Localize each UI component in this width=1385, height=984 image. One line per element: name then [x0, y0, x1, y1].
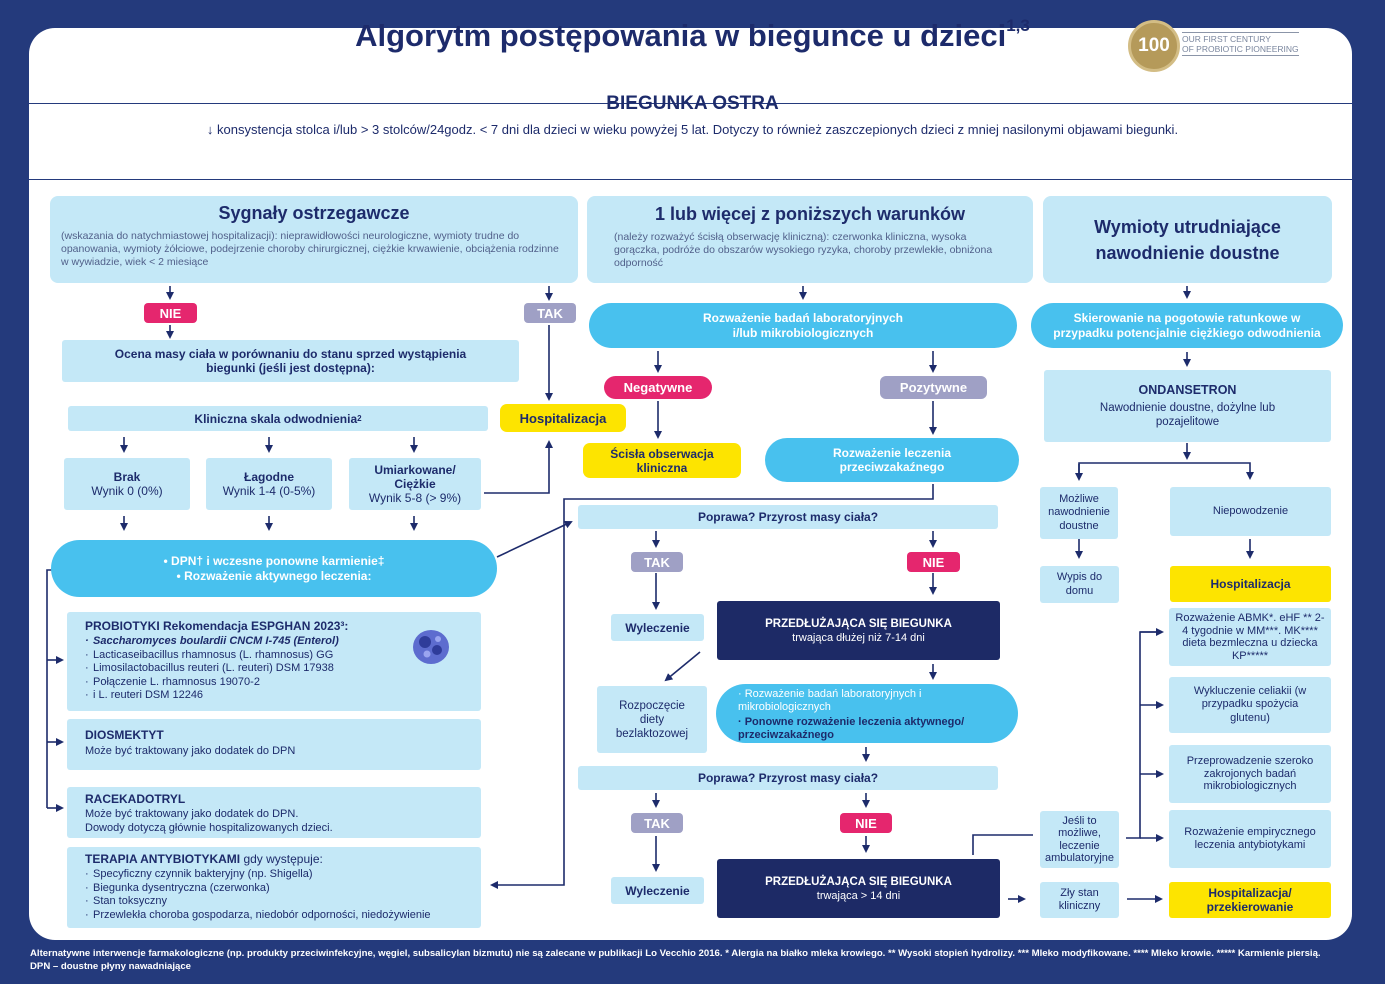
outpatient-box: Jeśli to możliwe, leczenie ambulatoryjne — [1040, 811, 1119, 868]
scale-none-title: Brak — [113, 470, 141, 484]
lab-tests-box: Rozważenie badań laboratoryjnych i/lub m… — [589, 303, 1017, 348]
scale-mild-box: Łagodne Wynik 1-4 (0-5%) — [206, 458, 332, 510]
antibiotics-item: Specyficzny czynnik bakteryjny (np. Shig… — [85, 868, 481, 882]
prolonged-title: PRZEDŁUŻAJĄCA SIĘ BIEGUNKA — [765, 617, 952, 630]
footer-line-2: DPN – doustne płyny nawadniające — [30, 960, 192, 972]
footer-notes: Alternatywne interwencje farmakologiczne… — [30, 948, 1355, 973]
racecadotril-box: RACEKADOTRYL Może być traktowany jako do… — [67, 787, 481, 838]
probiotic-item: i L. reuteri DSM 12246 — [85, 689, 481, 703]
probiotic-item: Limosilactobacillus reuteri (L. reuteri)… — [85, 662, 481, 676]
warning-signals-box: Sygnały ostrzegawcze (wskazania do natyc… — [50, 196, 578, 283]
scale-mild-title: Łagodne — [244, 470, 294, 484]
scale-severe-score: Wynik 5-8 (> 9%) — [368, 491, 462, 505]
oral-hydration-possible-box: Możliwe nawodnienie doustne — [1040, 487, 1118, 539]
antimicrobial-box: Rozważenie leczenia przeciwzakaźnego — [765, 438, 1019, 482]
probiotics-list: Saccharomyces boulardii CNCM I-745 (Ente… — [85, 635, 481, 703]
ondansetron-box: ONDANSETRON Nawodnienie doustne, dożylne… — [1044, 370, 1331, 442]
tak-tag: TAK — [524, 303, 576, 323]
page-title: Algorytm postępowania w biegunce u dziec… — [355, 16, 1030, 53]
reconsider-line-2: · Ponowne rozważenie leczenia aktywnego/… — [738, 716, 965, 741]
celiac-box: Wykluczenie celiakii (w przypadku spożyc… — [1169, 677, 1331, 733]
dpn-line-2: • Rozważenie aktywnego leczenia: — [176, 568, 372, 583]
probiotic-item: Lacticaseibacillus rhamnosus (L. rhamnos… — [85, 649, 481, 663]
positive-tag: Pozytywne — [880, 376, 987, 399]
diosmectite-box: DIOSMEKTYT Może być traktowany jako doda… — [67, 719, 481, 770]
antibiotics-title: TERAPIA ANTYBIOTYKAMI gdy występuje: — [85, 852, 323, 866]
racecadotril-text: Może być traktowany jako dodatek do DPN. — [85, 808, 299, 820]
scale-none-box: Brak Wynik 0 (0%) — [64, 458, 190, 510]
scale-mild-score: Wynik 1-4 (0-5%) — [222, 484, 316, 498]
dpn-line-1: • DPN† i wczesne ponowne karmienie‡ — [163, 553, 385, 568]
recommendation-abmk-box: Rozważenie ABMK*. eHF ** 2-4 tygodnie w … — [1169, 608, 1331, 666]
reconsider-box: · Rozważenie badań laboratoryjnych i mik… — [716, 684, 1018, 743]
discharge-home-box: Wypis do domu — [1040, 566, 1119, 603]
conditions-header: 1 lub więcej z poniższych warunków — [654, 204, 966, 224]
cure-box-2: Wyleczenie — [611, 877, 704, 904]
ondansetron-subtitle: Nawodnienie doustne, dożylne lub pozajel… — [1099, 402, 1276, 428]
diosmectite-title: DIOSMEKTYT — [85, 728, 164, 742]
close-observation-box: Ścisła obserwacja kliniczna — [583, 443, 741, 478]
prolonged-subtitle: trwająca dłużej niż 7-14 dni — [792, 631, 925, 644]
prolonged-title: PRZEDŁUŻAJĄCA SIĘ BIEGUNKA — [765, 875, 952, 888]
hospitalization-referral-box: Hospitalizacja/ przekierowanie — [1169, 882, 1331, 918]
probiotics-box: PROBIOTYKI Rekomendacja ESPGHAN 2023³: S… — [67, 612, 481, 711]
prolonged-diarrhea-box-1: PRZEDŁUŻAJĄCA SIĘ BIEGUNKA trwająca dłuż… — [717, 601, 1000, 660]
diosmectite-text: Może być traktowany jako dodatek do DPN — [85, 745, 296, 757]
nie-tag-2: NIE — [907, 552, 960, 572]
probiotics-title: PROBIOTYKI Rekomendacja ESPGHAN 2023³: — [85, 619, 349, 633]
lactose-free-diet-box: Rozpoczęcie diety bezlaktozowej — [597, 686, 707, 753]
empirical-antibiotics-box: Rozważenie empirycznego leczenia antybio… — [1169, 810, 1331, 868]
antibiotics-item: Przewlekła choroba gospodarza, niedobór … — [85, 909, 481, 923]
prolonged-diarrhea-box-2: PRZEDŁUŻAJĄCA SIĘ BIEGUNKA trwająca > 14… — [717, 859, 1000, 918]
racecadotril-title: RACEKADOTRYL — [85, 792, 186, 806]
antibiotics-box: TERAPIA ANTYBIOTYKAMI gdy występuje: Spe… — [67, 847, 481, 928]
footer-line-1: Alternatywne interwencje farmakologiczne… — [30, 948, 1321, 959]
tak-tag-2: TAK — [631, 552, 683, 572]
nie-tag: NIE — [144, 303, 197, 323]
scale-severe-box: Umiarkowane/ Ciężkie Wynik 5-8 (> 9%) — [349, 458, 481, 510]
failure-box: Niepowodzenie — [1170, 487, 1331, 536]
hospitalization-box-2: Hospitalizacja — [1170, 566, 1331, 602]
negative-tag: Negatywne — [604, 376, 712, 399]
ondansetron-title: ONDANSETRON — [1138, 383, 1237, 397]
scale-none-score: Wynik 0 (0%) — [91, 484, 163, 498]
warning-signals-header: Sygnały ostrzegawcze — [218, 203, 410, 223]
vomiting-box: Wymioty utrudniające nawodnienie doustne — [1043, 196, 1332, 283]
improvement-question-2: Poprawa? Przyrost masy ciała? — [578, 766, 998, 790]
probiotic-item: Saccharomyces boulardii CNCM I-745 (Ente… — [85, 635, 481, 649]
divider — [29, 103, 1352, 104]
conditions-desc: (należy rozważyć ścisłą obserwację klini… — [614, 231, 993, 269]
vomiting-header: Wymioty utrudniające nawodnienie doustne — [1094, 216, 1281, 263]
dpn-box: • DPN† i wczesne ponowne karmienie‡ • Ro… — [51, 540, 497, 597]
emergency-referral-box: Skierowanie na pogotowie ratunkowe w prz… — [1031, 303, 1343, 348]
section-title: BIEGUNKA OSTRA — [606, 93, 779, 114]
prolonged-subtitle: trwająca > 14 dni — [816, 889, 901, 902]
poor-condition-box: Zły stan kliniczny — [1040, 882, 1119, 918]
antibiotics-item: Biegunka dysentryczna (czerwonka) — [85, 882, 481, 896]
warning-signals-desc: (wskazania do natychmiastowej hospitaliz… — [61, 230, 559, 268]
probiotic-item: Połączenie L. rhamnosus 19070-2 — [85, 676, 481, 690]
probiotic-cell-icon — [411, 628, 451, 666]
reconsider-line-1: · Rozważenie badań laboratoryjnych i mik… — [738, 688, 922, 713]
hospitalization-box: Hospitalizacja — [500, 404, 626, 432]
logo-badge: 100 — [1128, 20, 1180, 72]
weight-assessment-box: Ocena masy ciała w porównaniu do stanu s… — [62, 340, 519, 382]
cure-box-1: Wyleczenie — [611, 614, 704, 641]
divider — [29, 179, 1352, 180]
nie-tag-3: NIE — [840, 813, 892, 833]
section-description: ↓ konsystencja stolca i/lub > 3 stolców/… — [206, 122, 1179, 137]
racecadotril-text: Dowody dotyczą głównie hospitalizowanych… — [85, 821, 333, 834]
scale-severe-title: Umiarkowane/ Ciężkie — [374, 463, 456, 491]
antibiotics-item: Stan toksyczny — [85, 895, 481, 909]
conditions-box: 1 lub więcej z poniższych warunków (nale… — [587, 196, 1033, 283]
tak-tag-3: TAK — [631, 813, 683, 833]
improvement-question-1: Poprawa? Przyrost masy ciała? — [578, 505, 998, 529]
microbiology-box: Przeprowadzenie szeroko zakrojonych bada… — [1169, 745, 1331, 803]
antibiotics-list: Specyficzny czynnik bakteryjny (np. Shig… — [85, 868, 481, 922]
